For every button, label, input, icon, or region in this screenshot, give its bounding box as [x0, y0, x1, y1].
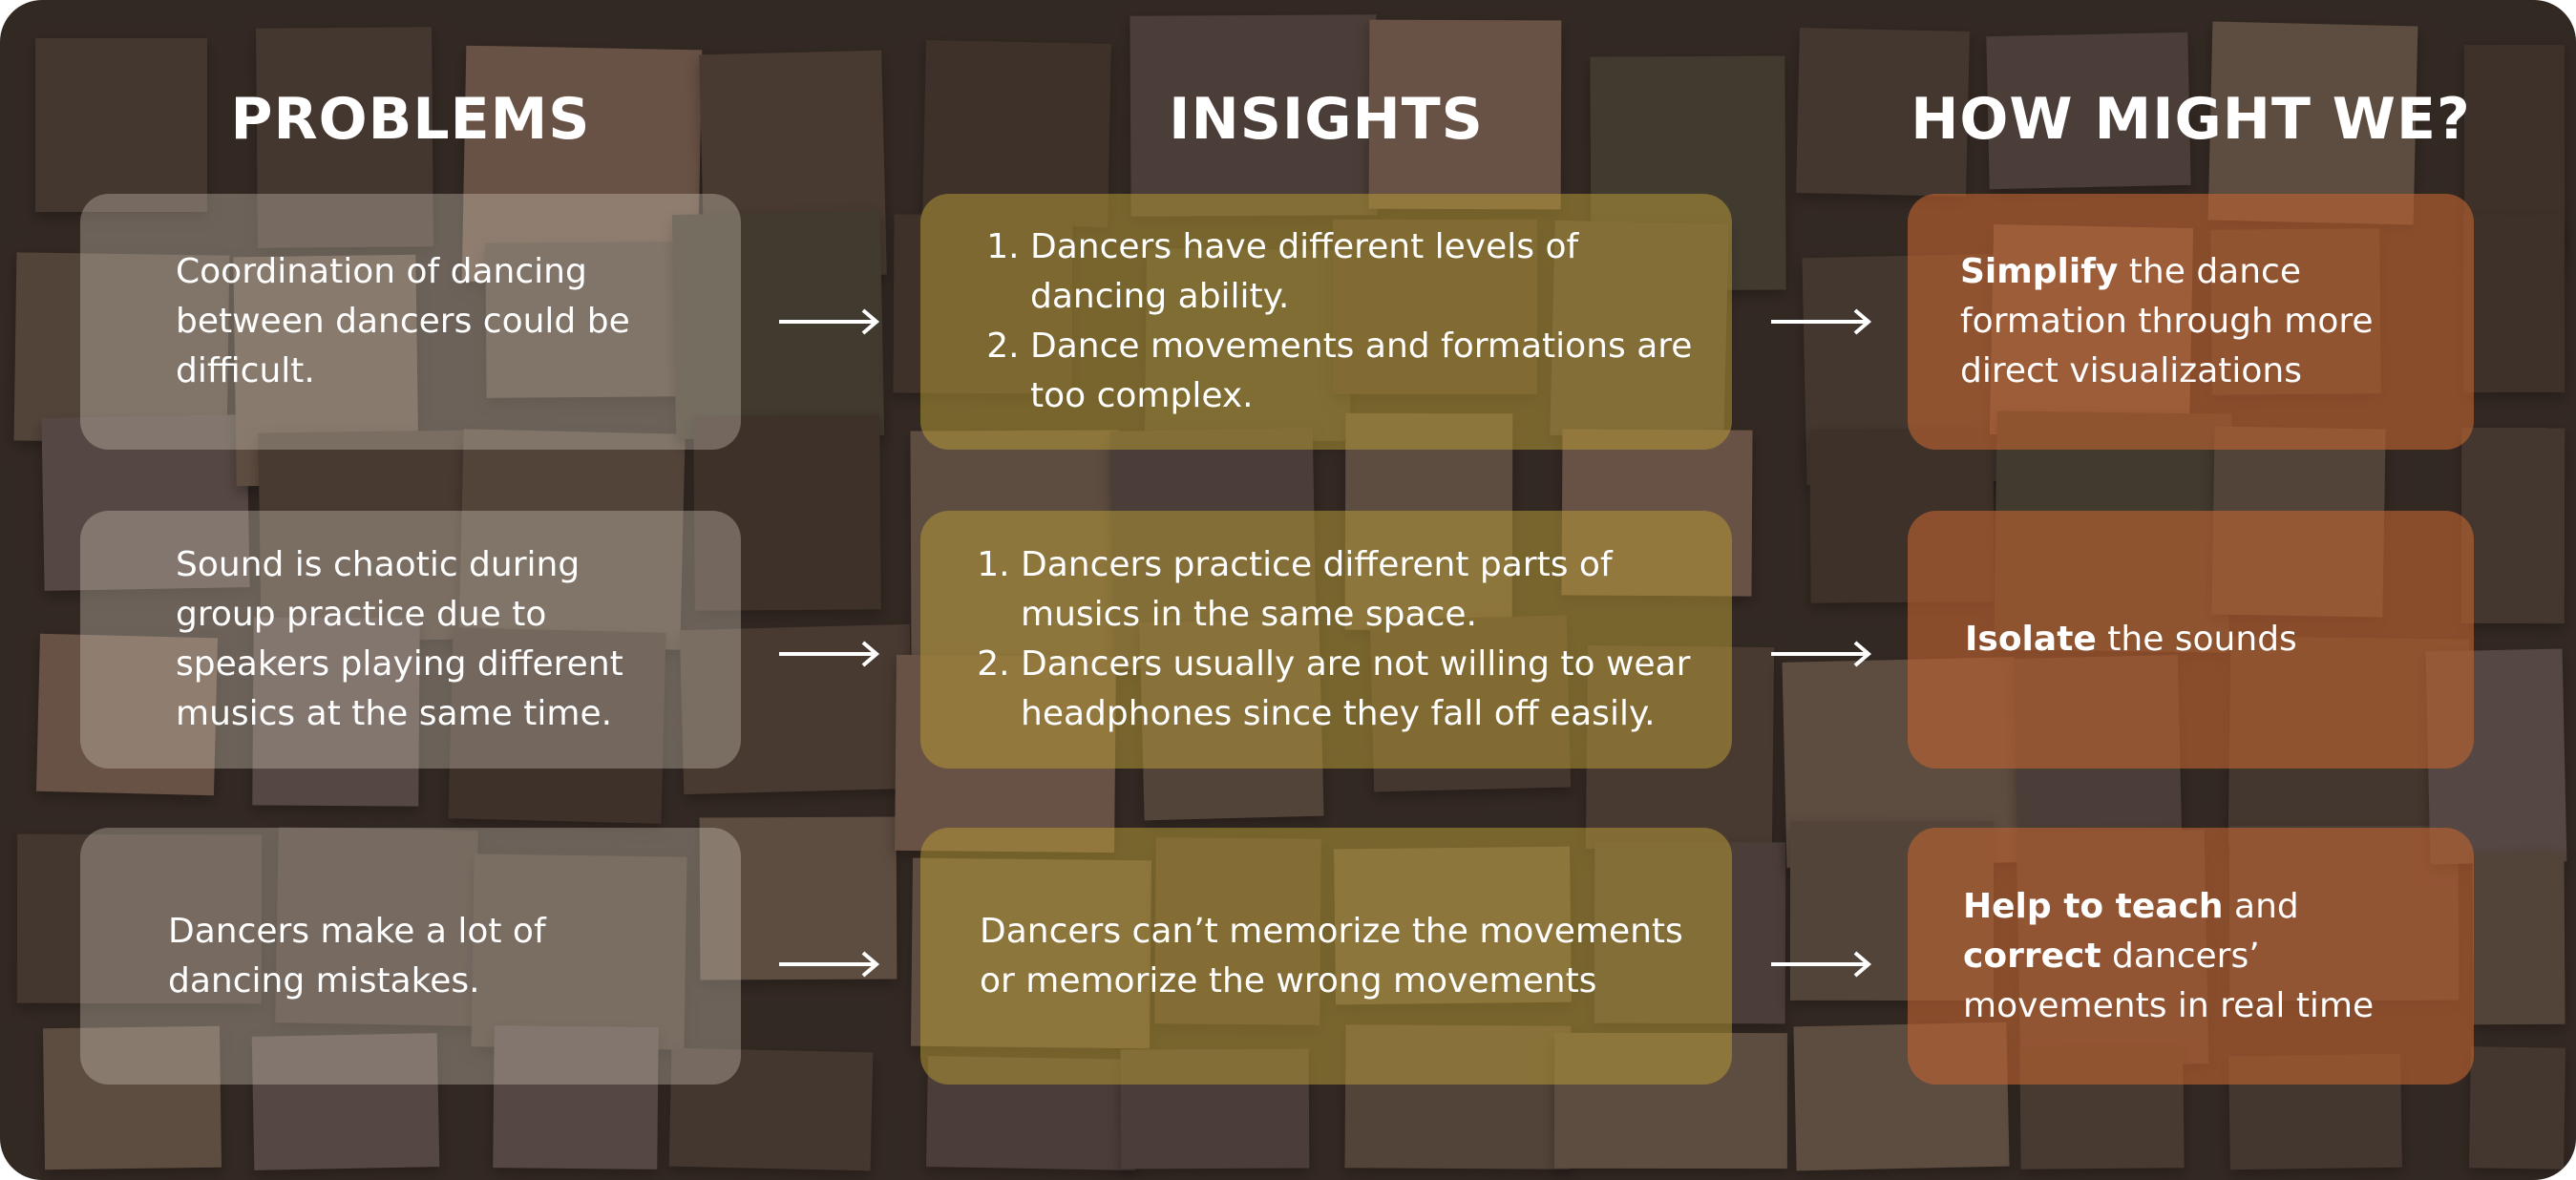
problem-text: Sound is chaotic during group practice d…	[176, 545, 623, 733]
problems-heading: PROBLEMS	[230, 86, 591, 153]
insight-card: Dancers practice different parts of musi…	[920, 511, 1732, 769]
problem-card: Coordination of dancing between dancers …	[80, 194, 741, 450]
arrow-right-icon	[779, 640, 880, 668]
insight-card: Dancers can’t memorize the movements or …	[920, 828, 1732, 1085]
insight-text: Dancers can’t memorize the movements or …	[980, 911, 1683, 1001]
hmw-text: Help to teach and correct dancers’ movem…	[1963, 882, 2436, 1031]
insight-list: Dancers practice different parts of musi…	[973, 540, 1694, 739]
arrow-right-icon	[1771, 640, 1872, 668]
hmw-card: Isolate the sounds	[1908, 511, 2474, 769]
problem-card: Sound is chaotic during group practice d…	[80, 511, 741, 769]
hmw-text: Isolate the sounds	[1965, 615, 2297, 664]
hmw-card: Simplify the dance formation through mor…	[1908, 194, 2474, 450]
hmw-text: Simplify the dance formation through mor…	[1960, 247, 2436, 396]
problem-card: Dancers make a lot of dancing mistakes.	[80, 828, 741, 1085]
insight-item: Dancers usually are not willing to wear …	[1021, 640, 1694, 739]
hmw-heading: HOW MIGHT WE?	[1911, 86, 2471, 153]
hmw-keyword: Help to teach	[1963, 886, 2224, 926]
hmw-rest: dancers’ movements in real time	[1963, 936, 2375, 1025]
insight-list: Dancers have different levels of dancing…	[982, 222, 1694, 421]
hmw-rest: the dance formation through more direct …	[1960, 252, 2374, 390]
problem-text: Dancers make a lot of dancing mistakes.	[168, 911, 546, 1001]
hmw-rest: the sounds	[2096, 620, 2297, 659]
hmw-keyword: Isolate	[1965, 620, 2097, 659]
hmw-rest: and	[2223, 886, 2299, 926]
problem-text: Coordination of dancing between dancers …	[176, 252, 630, 390]
insight-card: Dancers have different levels of dancing…	[920, 194, 1732, 450]
hmw-card: Help to teach and correct dancers’ movem…	[1908, 828, 2474, 1085]
insight-item: Dancers have different levels of dancing…	[1030, 222, 1694, 322]
insight-item: Dance movements and formations are too c…	[1030, 322, 1694, 421]
arrow-right-icon	[1771, 307, 1872, 336]
hmw-keyword: Simplify	[1960, 252, 2119, 291]
hmw-keyword: correct	[1963, 936, 2101, 976]
insights-heading: INSIGHTS	[1169, 86, 1484, 153]
arrow-right-icon	[1771, 950, 1872, 979]
arrow-right-icon	[779, 950, 880, 979]
arrow-right-icon	[779, 307, 880, 336]
insight-item: Dancers practice different parts of musi…	[1021, 540, 1694, 640]
